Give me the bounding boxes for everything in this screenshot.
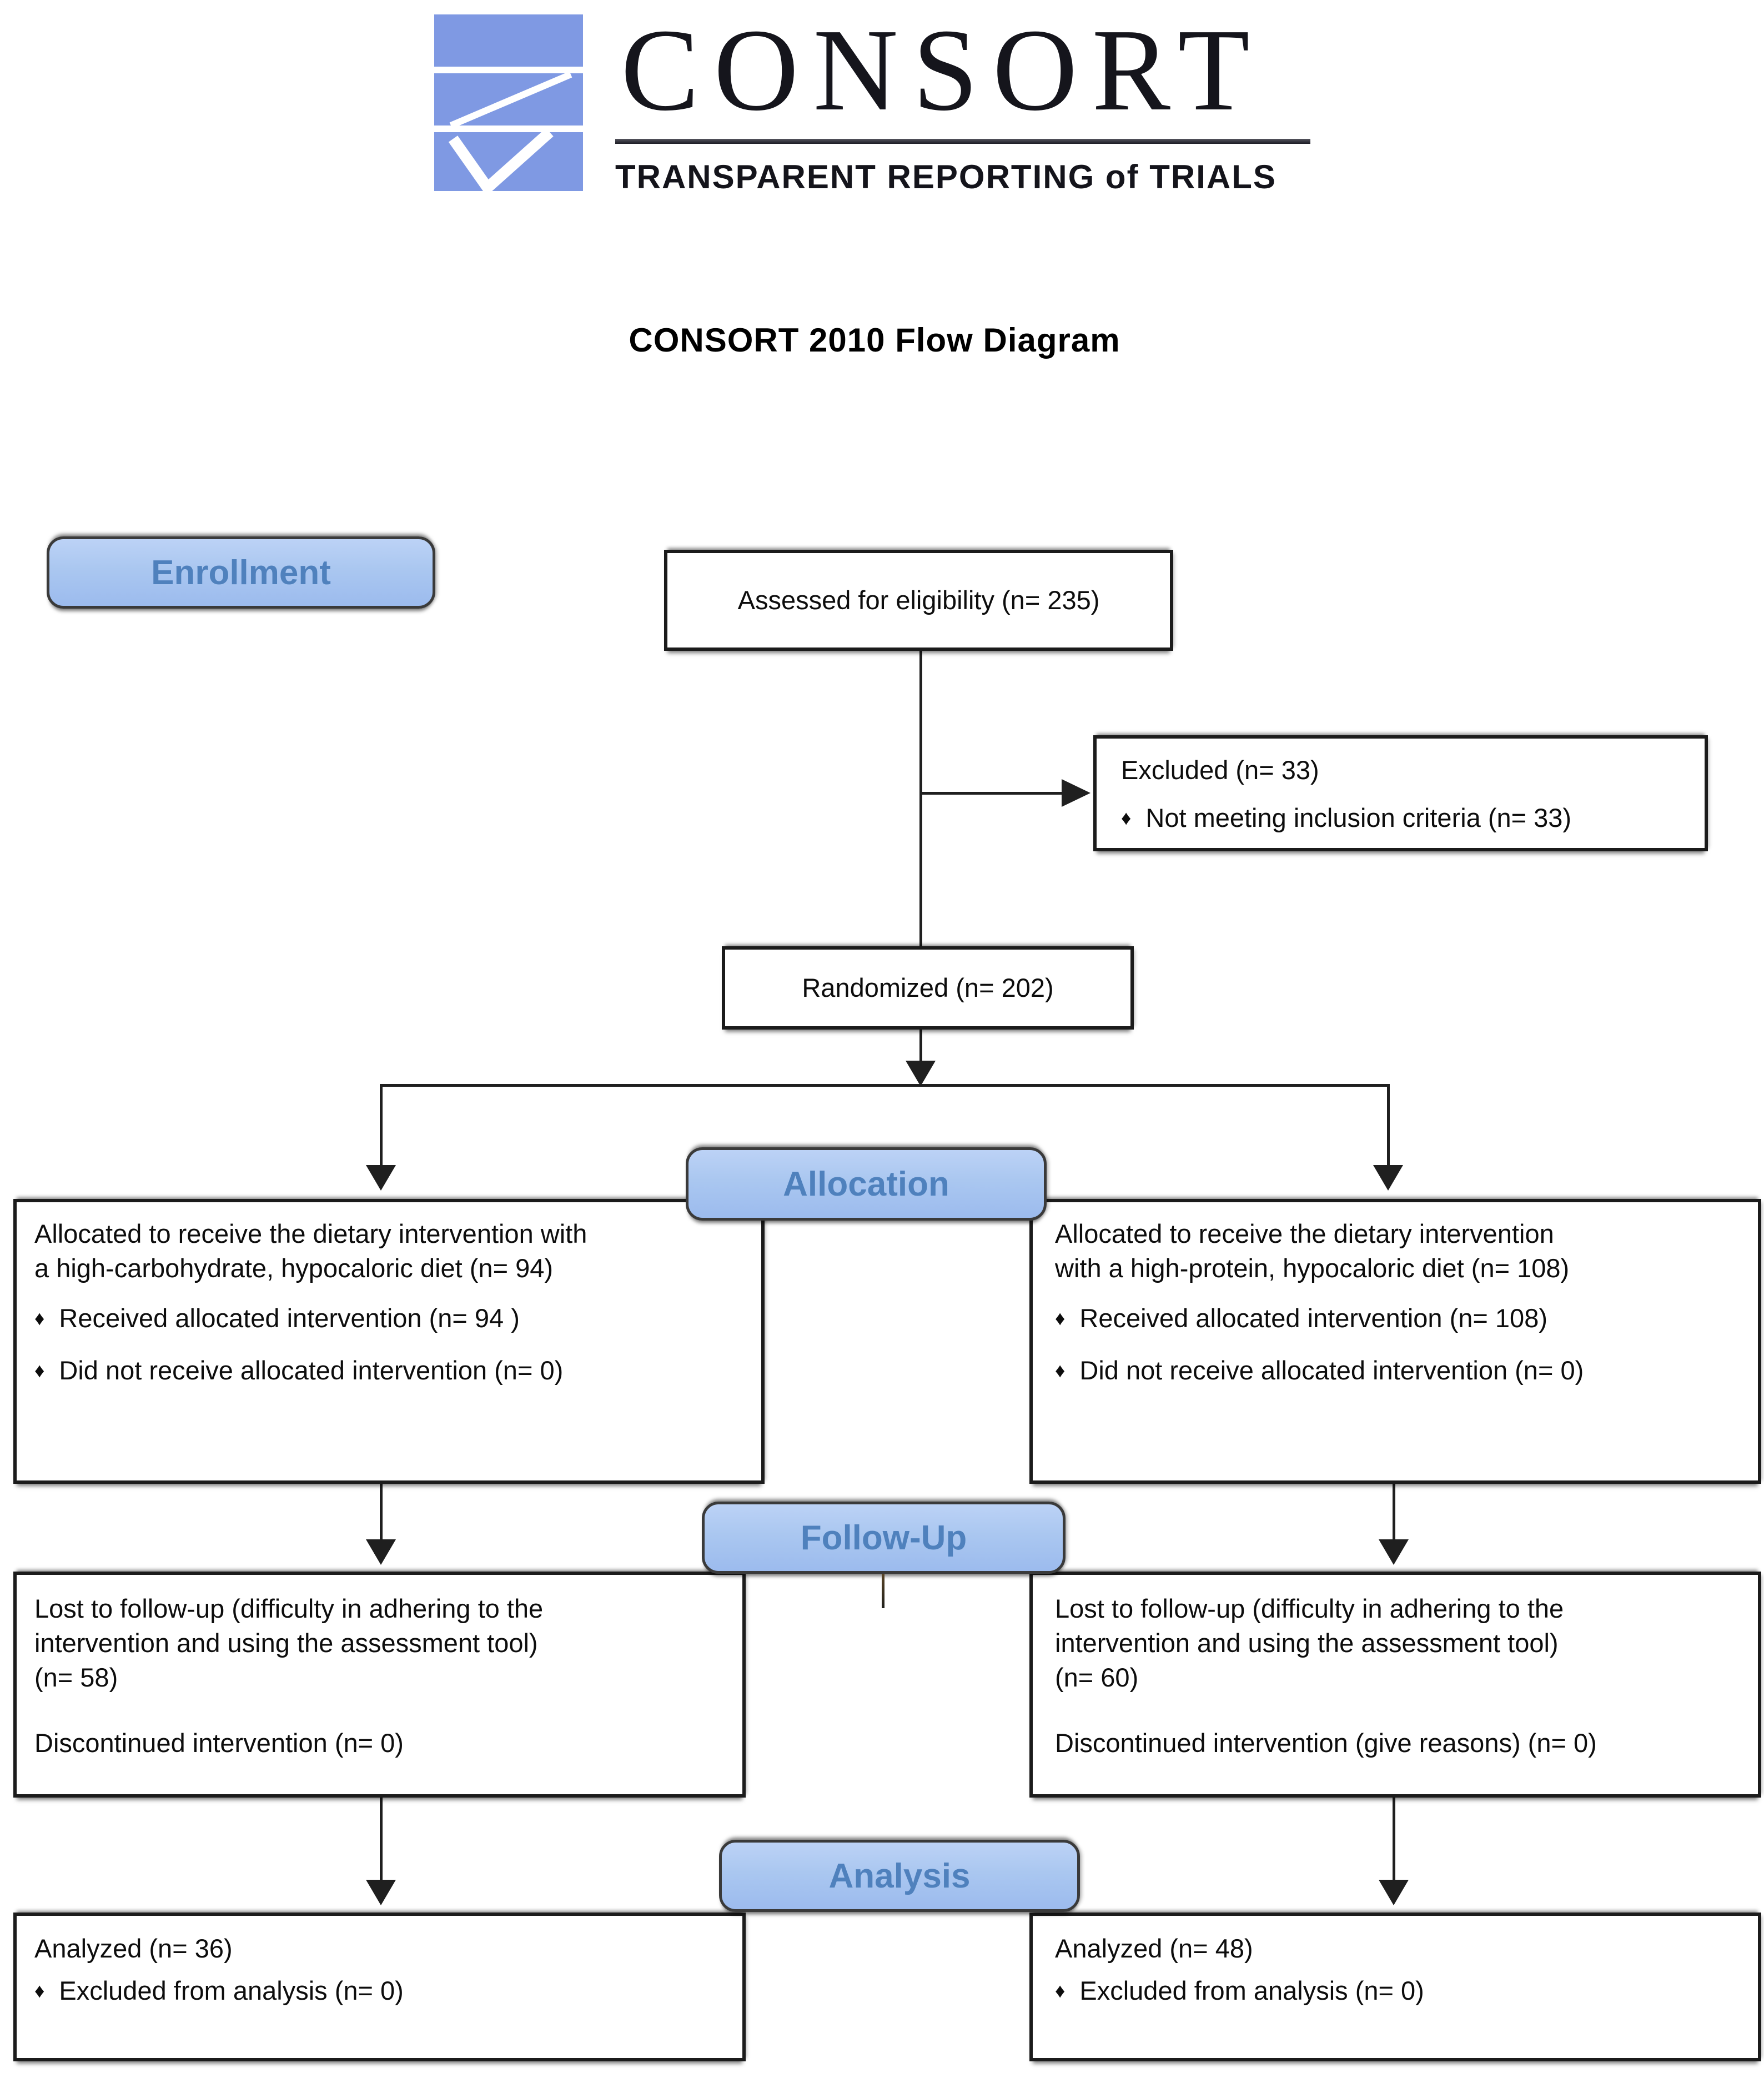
bullet-diamond-icon: ♦ <box>34 1979 45 2002</box>
logo-divider <box>615 139 1310 144</box>
analysis-right-bullet-text: Excluded from analysis (n= 0) <box>1079 1976 1424 2005</box>
arrowhead-excluded-icon <box>1062 779 1090 807</box>
analysis-left-title: Analyzed (n= 36) <box>34 1934 233 1963</box>
analysis-left-bullet-row: ♦ Excluded from analysis (n= 0) <box>34 1974 729 2010</box>
arrowhead-alloc-right-icon <box>1373 1165 1403 1191</box>
stage-label-followup-text: Follow-Up <box>800 1518 967 1557</box>
connector-to-excluded <box>921 792 1064 795</box>
connector-assessed-to-randomized <box>919 651 922 946</box>
followup-left-line3: (n= 58) <box>34 1663 118 1692</box>
alloc-right-bullet-text: Received allocated intervention (n= 108) <box>1079 1303 1547 1333</box>
stage-label-followup: Follow-Up <box>702 1502 1066 1574</box>
arrowhead-branch-icon <box>906 1061 936 1086</box>
followup-left-discontinued: Discontinued intervention (n= 0) <box>34 1728 404 1758</box>
stage-label-analysis-text: Analysis <box>828 1856 971 1895</box>
followup-left-line1: Lost to follow-up (difficulty in adherin… <box>34 1594 544 1623</box>
connector-alloc-to-followup-left <box>380 1484 383 1542</box>
box-allocation-left: Allocated to receive the dietary interve… <box>13 1199 765 1484</box>
alloc-left-line1: Allocated to receive the dietary interve… <box>34 1219 587 1248</box>
box-followup-left: Lost to follow-up (difficulty in adherin… <box>13 1572 746 1798</box>
stage-label-enrollment-text: Enrollment <box>151 553 331 592</box>
analysis-right-title: Analyzed (n= 48) <box>1055 1934 1253 1963</box>
connector-randomized-to-branch <box>919 1030 922 1066</box>
bullet-diamond-icon: ♦ <box>1055 1307 1066 1329</box>
connector-branch-to-alloc-left <box>380 1084 383 1166</box>
box-excluded: Excluded (n= 33) ♦ Not meeting inclusion… <box>1093 735 1708 851</box>
followup-left-line2: intervention and using the assessment to… <box>34 1628 538 1658</box>
excluded-bullet-text: Not meeting inclusion criteria (n= 33) <box>1145 803 1572 832</box>
stage-label-allocation: Allocation <box>686 1147 1047 1221</box>
logo-square-top <box>434 14 583 67</box>
stage-label-analysis: Analysis <box>719 1840 1080 1912</box>
box-randomized: Randomized (n= 202) <box>722 946 1134 1030</box>
box-analysis-left: Analyzed (n= 36) ♦ Excluded from analysi… <box>13 1913 746 2061</box>
connector-followup-to-analysis-left <box>380 1798 383 1882</box>
alloc-left-line2: a high-carbohydrate, hypocaloric diet (n… <box>34 1253 554 1283</box>
connector-branch-to-alloc-right <box>1387 1084 1390 1166</box>
followup-right-line2: intervention and using the assessment to… <box>1055 1628 1559 1658</box>
alloc-right-bullet-row: ♦ Received allocated intervention (n= 10… <box>1055 1301 1745 1338</box>
randomized-text: Randomized (n= 202) <box>802 973 1054 1002</box>
excluded-bullet-row: ♦ Not meeting inclusion criteria (n= 33) <box>1121 801 1688 837</box>
arrowhead-analysis-right-icon <box>1379 1880 1409 1905</box>
assessed-text: Assessed for eligibility (n= 235) <box>737 585 1100 615</box>
bullet-diamond-icon: ♦ <box>34 1307 45 1329</box>
followup-right-line1: Lost to follow-up (difficulty in adherin… <box>1055 1594 1564 1623</box>
logo-slash <box>449 71 572 129</box>
arrowhead-followup-right-icon <box>1379 1539 1409 1565</box>
box-allocation-right: Allocated to receive the dietary interve… <box>1029 1199 1761 1484</box>
connector-alloc-to-followup-right <box>1393 1484 1395 1542</box>
followup-right-discontinued: Discontinued intervention (give reasons)… <box>1055 1728 1597 1758</box>
stage-label-allocation-text: Allocation <box>783 1165 949 1203</box>
alloc-right-line2: with a high-protein, hypocaloric diet (n… <box>1055 1253 1570 1283</box>
alloc-left-bullet-text: Did not receive allocated intervention (… <box>59 1356 564 1385</box>
arrowhead-analysis-left-icon <box>366 1880 396 1905</box>
connector-followup-to-analysis-right <box>1393 1798 1395 1882</box>
bullet-diamond-icon: ♦ <box>1055 1359 1066 1382</box>
box-followup-right: Lost to follow-up (difficulty in adherin… <box>1029 1572 1761 1798</box>
alloc-left-bullet-row: ♦ Did not receive allocated intervention… <box>34 1353 748 1390</box>
alloc-left-bullet-row: ♦ Received allocated intervention (n= 94… <box>34 1301 748 1338</box>
alloc-right-bullet-row: ♦ Did not receive allocated intervention… <box>1055 1353 1745 1390</box>
bullet-diamond-icon: ♦ <box>34 1359 45 1382</box>
logo-tagline: TRANSPARENT REPORTING of TRIALS <box>615 158 1276 195</box>
consort-brand-wordmark: CONSORT <box>621 4 1264 135</box>
alloc-right-bullet-text: Did not receive allocated intervention (… <box>1079 1356 1584 1385</box>
arrowhead-alloc-left-icon <box>366 1165 396 1191</box>
consort-logo-icon <box>434 14 583 191</box>
branch-horizontal-line <box>380 1084 1389 1087</box>
analysis-left-bullet-text: Excluded from analysis (n= 0) <box>59 1976 404 2005</box>
logo-checkmark <box>448 128 554 191</box>
page-title: CONSORT 2010 Flow Diagram <box>629 322 1120 359</box>
arrowhead-followup-left-icon <box>366 1539 396 1565</box>
followup-right-line3: (n= 60) <box>1055 1663 1139 1692</box>
alloc-left-bullet-text: Received allocated intervention (n= 94 ) <box>59 1303 520 1333</box>
analysis-right-bullet-row: ♦ Excluded from analysis (n= 0) <box>1055 1974 1745 2010</box>
excluded-title: Excluded (n= 33) <box>1121 755 1319 785</box>
bullet-diamond-icon: ♦ <box>1055 1979 1066 2002</box>
alloc-right-line1: Allocated to receive the dietary interve… <box>1055 1219 1554 1248</box>
followup-label-tick <box>882 1574 884 1608</box>
bullet-diamond-icon: ♦ <box>1121 806 1132 829</box>
box-analysis-right: Analyzed (n= 48) ♦ Excluded from analysi… <box>1029 1913 1761 2061</box>
box-assessed: Assessed for eligibility (n= 235) <box>664 550 1173 651</box>
stage-label-enrollment: Enrollment <box>47 536 435 609</box>
